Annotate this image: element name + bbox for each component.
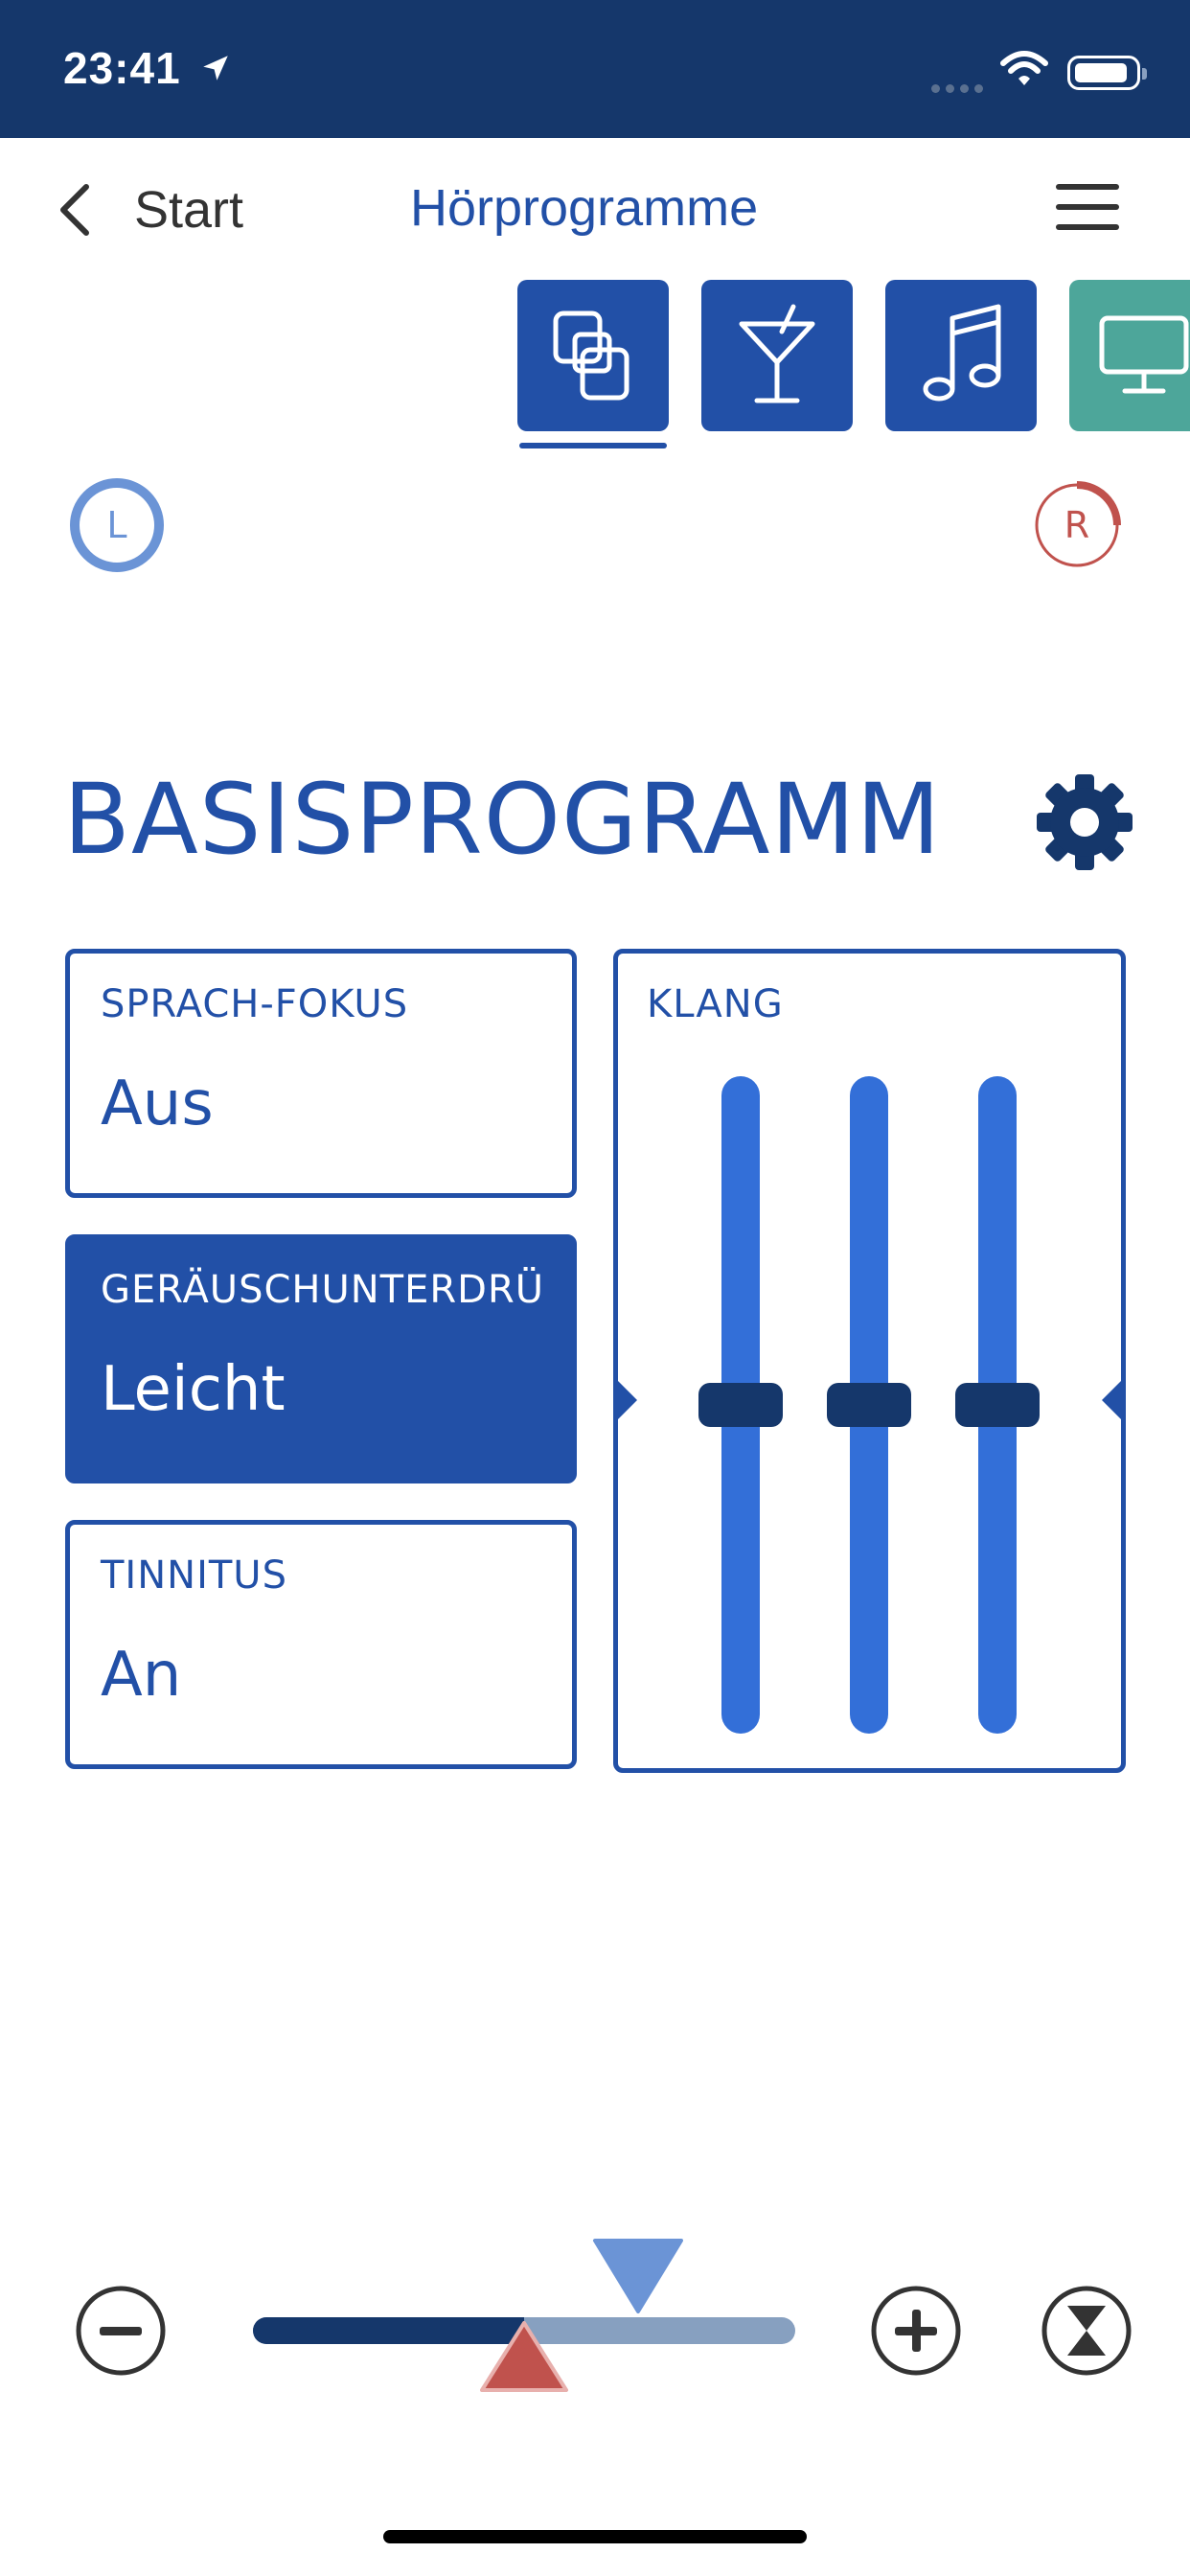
selected-tab-indicator — [519, 443, 667, 448]
card-label: TINNITUS — [101, 1553, 287, 1598]
navigation-bar: Start Hörprogramme — [0, 138, 1190, 276]
eq-default-marker-right — [1102, 1381, 1121, 1419]
sound-equalizer-card: KLANG — [613, 949, 1126, 1773]
program-settings-button[interactable] — [1035, 772, 1134, 876]
back-label: Start — [134, 181, 244, 239]
eq-slider-low-thumb[interactable] — [698, 1383, 783, 1427]
program-title: BASISPROGRAMM — [63, 763, 942, 877]
right-volume-handle[interactable] — [478, 2317, 570, 2396]
card-label: SPRACH-FOKUS — [101, 982, 409, 1026]
eq-slider-mid-thumb[interactable] — [827, 1383, 911, 1427]
right-side-label: R — [1064, 504, 1089, 546]
card-label: GERÄUSCHUNTERDRÜ — [101, 1268, 545, 1312]
timer-button[interactable] — [1041, 2285, 1133, 2380]
chevron-left-icon — [60, 184, 89, 236]
cellular-signal-icon — [931, 79, 989, 97]
location-arrow-icon — [199, 52, 232, 88]
status-bar: 23:41 — [0, 0, 1190, 138]
program-overlap-icon — [553, 310, 629, 401]
status-time: 23:41 — [63, 43, 181, 93]
battery-icon — [1067, 56, 1147, 90]
card-value: Aus — [101, 1069, 214, 1139]
wifi-icon — [1000, 50, 1048, 92]
hourglass-icon — [1041, 2286, 1132, 2376]
music-note-icon — [923, 304, 1001, 402]
minus-circle-icon — [76, 2286, 166, 2376]
right-side-indicator[interactable]: R — [1027, 475, 1127, 575]
plus-circle-icon — [871, 2286, 961, 2376]
gear-icon — [1037, 774, 1133, 870]
home-indicator — [383, 2530, 807, 2543]
volume-slider-fill — [253, 2317, 524, 2344]
card-value: An — [101, 1640, 182, 1711]
monitor-icon — [1099, 315, 1189, 394]
page-title: Hörprogramme — [410, 179, 759, 237]
left-side-indicator[interactable]: L — [67, 475, 167, 575]
eq-slider-high-thumb[interactable] — [955, 1383, 1040, 1427]
tinnitus-card[interactable]: TINNITUS An — [65, 1520, 577, 1769]
card-value: Leicht — [101, 1354, 286, 1425]
tab-program-tv[interactable] — [1069, 280, 1190, 431]
speech-focus-card[interactable]: SPRACH-FOKUS Aus — [65, 949, 577, 1198]
cocktail-glass-icon — [739, 304, 815, 403]
tab-program-restaurant[interactable] — [701, 280, 853, 431]
left-volume-handle[interactable] — [591, 2237, 685, 2315]
noise-reduction-card[interactable]: GERÄUSCHUNTERDRÜ Leicht — [65, 1234, 577, 1484]
tab-program-music[interactable] — [885, 280, 1037, 431]
tab-program-basis[interactable] — [517, 280, 669, 431]
left-side-label: L — [106, 504, 126, 546]
back-button[interactable]: Start — [57, 180, 243, 240]
eq-default-marker-left — [618, 1381, 637, 1419]
volume-up-button[interactable] — [870, 2285, 962, 2380]
equalizer-label: KLANG — [647, 982, 784, 1026]
volume-down-button[interactable] — [75, 2285, 167, 2380]
hamburger-menu-icon — [1056, 184, 1119, 230]
menu-button[interactable] — [1054, 180, 1121, 238]
